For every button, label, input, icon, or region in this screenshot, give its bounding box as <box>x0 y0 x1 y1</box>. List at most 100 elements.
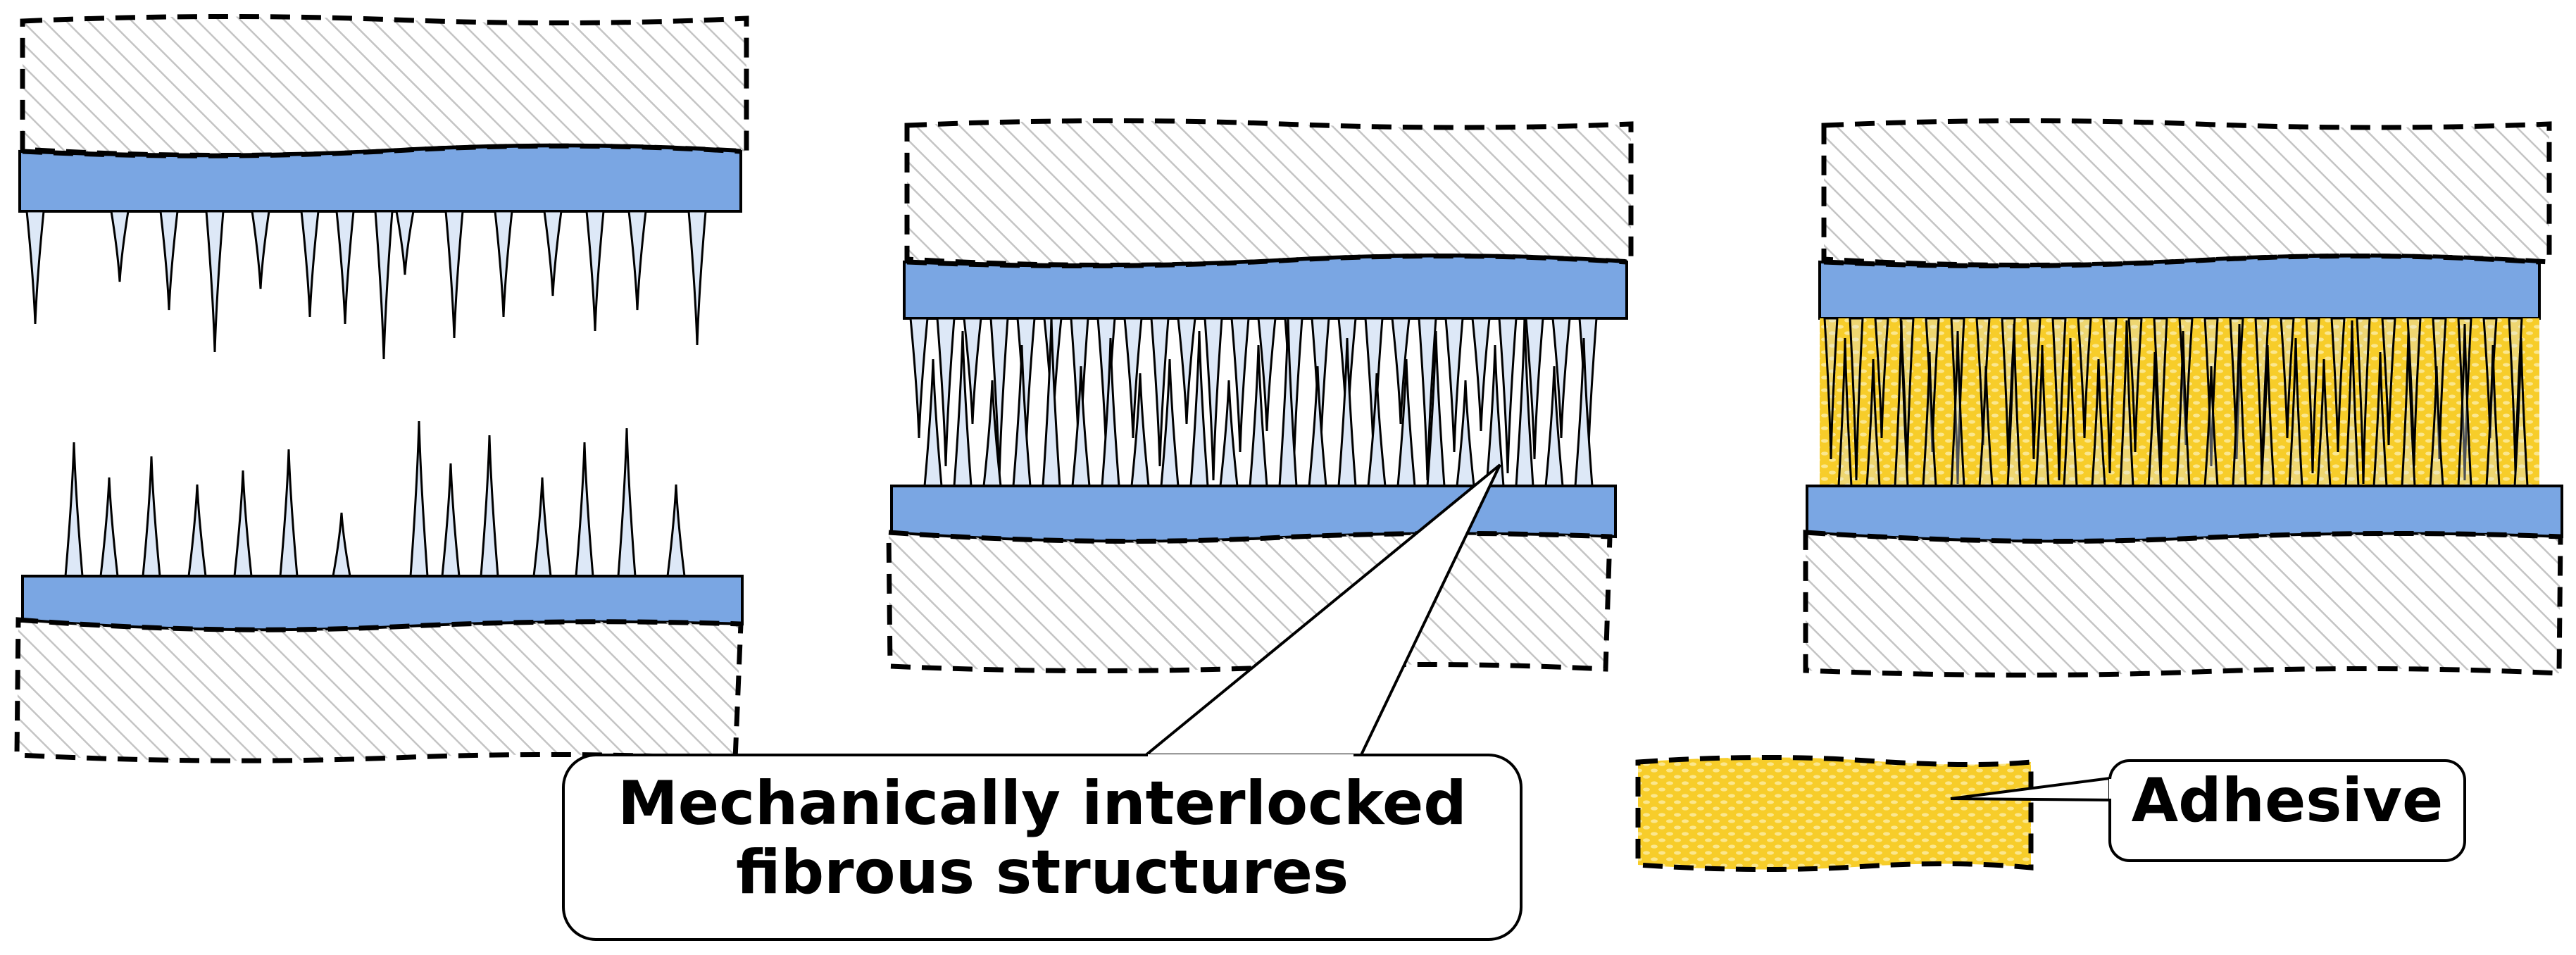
fiber <box>1189 330 1209 487</box>
fiber <box>1837 337 1853 487</box>
fiber <box>233 470 253 578</box>
fiber <box>187 484 207 578</box>
fiber <box>409 420 429 578</box>
top-substrate <box>904 118 1634 268</box>
fiber <box>2305 317 2320 474</box>
bottom-backing <box>890 485 1617 543</box>
adhesive-callout-label: Adhesive <box>2132 766 2444 836</box>
fiber <box>335 210 355 325</box>
fiber <box>2119 320 2134 487</box>
fiber <box>1950 330 1965 487</box>
fiber <box>1396 358 1416 487</box>
fiber <box>585 210 605 332</box>
fiber <box>1823 317 1839 460</box>
fiber <box>2006 323 2022 487</box>
bottom-fibers <box>64 420 686 578</box>
fiber <box>2232 323 2247 487</box>
fiber <box>2316 358 2332 487</box>
bottom-substrate <box>14 617 744 763</box>
fiber <box>2344 320 2360 487</box>
fiber <box>909 317 929 439</box>
fiber <box>1160 358 1180 487</box>
fiber <box>444 210 464 339</box>
fiber <box>332 512 351 578</box>
separated-fibrous-surfaces <box>14 13 749 763</box>
fiber <box>1071 366 1091 487</box>
fiber <box>2034 344 2050 487</box>
fiber <box>1444 317 1464 453</box>
fiber <box>2051 317 2067 481</box>
fiber <box>1865 358 1881 487</box>
fiber <box>2288 337 2303 487</box>
fiber <box>1249 344 1268 487</box>
fiber <box>142 456 161 578</box>
bottom-substrate <box>886 530 1613 674</box>
fiber <box>1874 317 1889 439</box>
fiber <box>300 210 320 318</box>
fiber <box>1426 330 1446 487</box>
fiber <box>64 442 84 578</box>
top-substrate <box>1821 118 2552 268</box>
fiber <box>2260 344 2275 487</box>
fiber <box>1574 337 1594 487</box>
fiber <box>251 210 270 289</box>
top-fibers <box>25 210 707 360</box>
fiber <box>205 210 225 353</box>
fiber <box>1456 380 1475 487</box>
fiber <box>1922 351 1937 487</box>
fiber <box>1101 337 1120 487</box>
fiber <box>1544 366 1564 487</box>
fiber <box>374 210 394 360</box>
fiber <box>1894 320 1909 487</box>
fiber <box>1177 317 1196 425</box>
fiber <box>2429 366 2444 487</box>
fiber <box>1230 317 1250 453</box>
fiber <box>2356 317 2371 485</box>
fiber <box>2127 317 2143 453</box>
fiber <box>1042 316 1061 487</box>
fiber <box>99 477 119 578</box>
adhesive-callout-box <box>2108 759 2466 862</box>
fiber <box>543 210 563 297</box>
top-fibers <box>1823 317 2523 485</box>
fiber <box>2203 366 2219 487</box>
fiber <box>2147 351 2163 487</box>
fiber <box>2091 358 2106 487</box>
fiber <box>1485 344 1505 487</box>
fiber <box>1150 317 1170 467</box>
fiber <box>494 210 513 318</box>
fiber <box>1367 373 1387 487</box>
fiber <box>1219 380 1239 487</box>
fiber <box>1950 317 1965 485</box>
fiber <box>480 435 499 578</box>
fiber <box>1130 373 1150 487</box>
adhesive-swatch <box>1635 754 2034 873</box>
fiber <box>1551 317 1571 439</box>
fiber <box>2457 317 2472 481</box>
fiber <box>2457 323 2472 487</box>
fiber <box>1123 317 1143 439</box>
fiber <box>1978 366 1994 487</box>
top-substrate <box>20 13 749 158</box>
fiber <box>159 210 179 311</box>
fiber <box>1257 317 1277 432</box>
adhesive-bonded-fibrous-surfaces <box>1803 118 2563 678</box>
bottom-fibers <box>923 316 1594 487</box>
fiber <box>1391 317 1411 425</box>
fiber <box>2381 317 2396 446</box>
fiber <box>923 358 943 487</box>
fiber <box>2485 344 2501 487</box>
fiber <box>532 477 552 578</box>
fiber <box>982 380 1002 487</box>
interlocked-callout-line2: fibrous structures <box>736 837 1349 908</box>
fiber <box>1278 316 1298 487</box>
fiber <box>2077 317 2092 439</box>
fiber <box>1515 316 1534 487</box>
interlocked-fibrous-surfaces <box>886 118 1634 674</box>
fiber <box>1012 344 1032 487</box>
interlocked-callout-pointer <box>1139 463 1501 761</box>
interlocked-callout-box <box>562 754 1523 941</box>
adhesive-legend: Adhesive <box>1635 754 2466 873</box>
fiber <box>2513 337 2529 487</box>
